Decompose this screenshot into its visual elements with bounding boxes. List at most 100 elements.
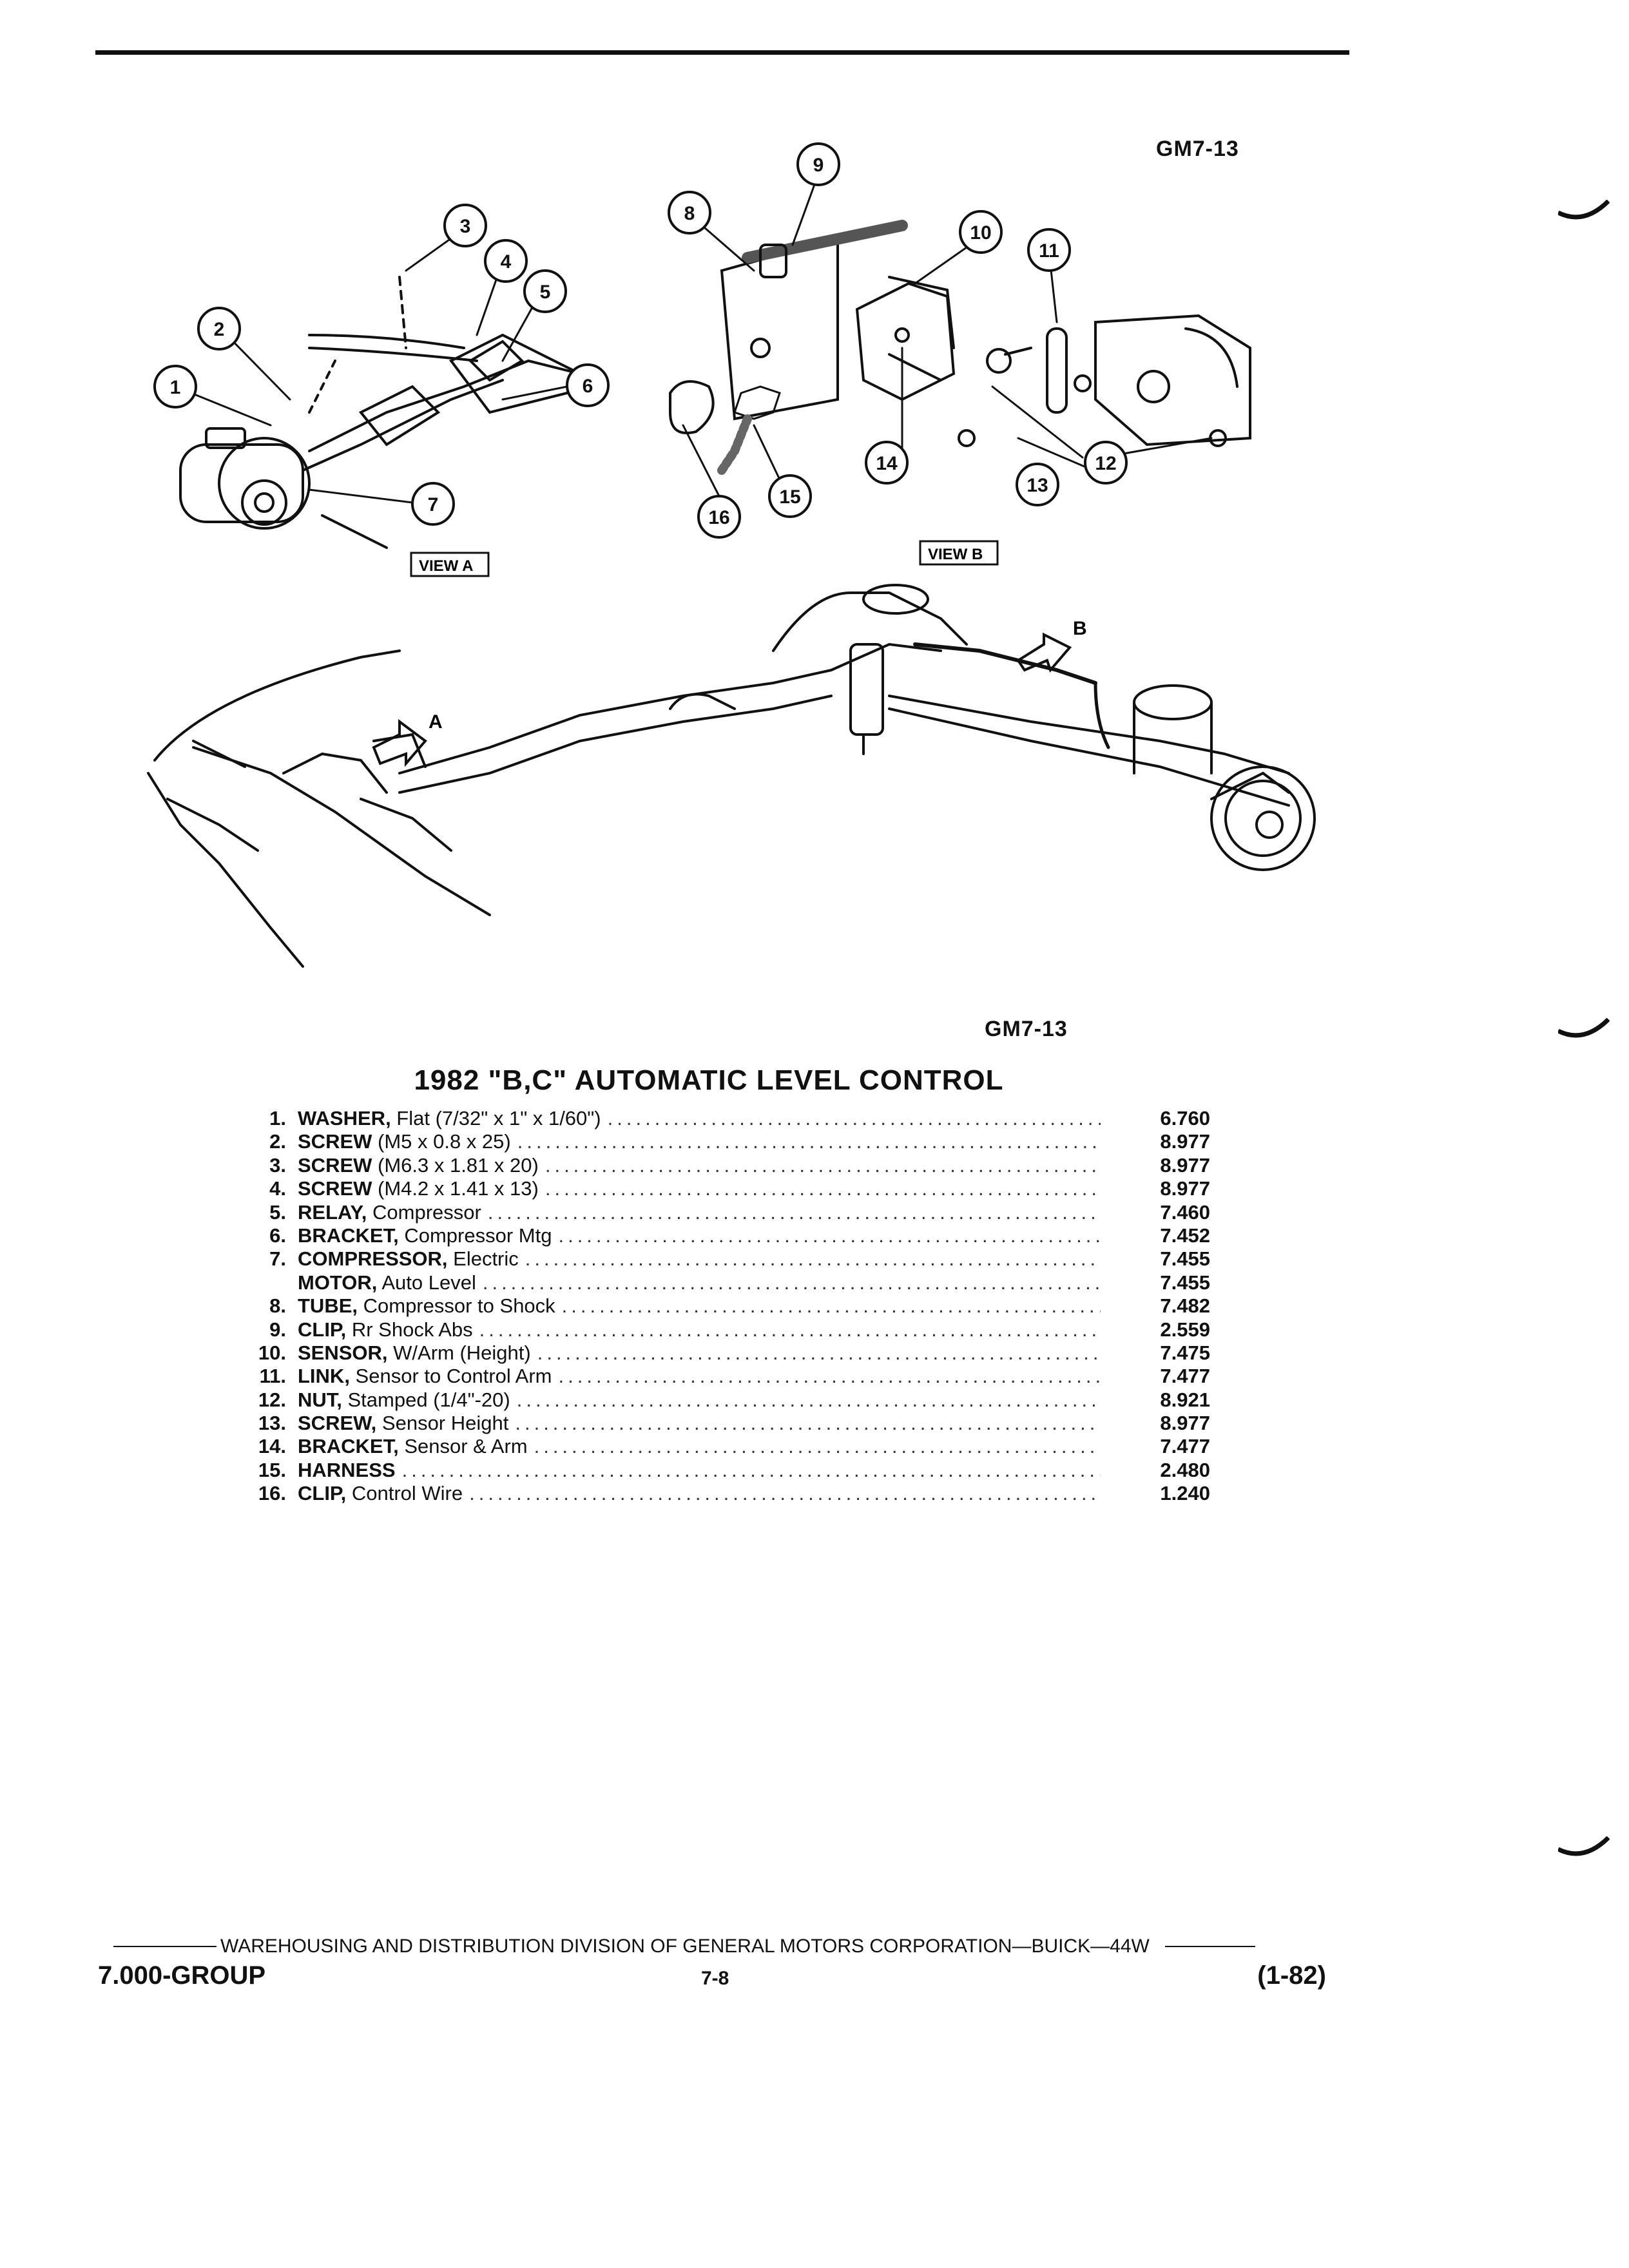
margin-tick-mark (1558, 200, 1610, 220)
part-row: 16.CLIP, Control Wire1.240 (205, 1482, 1210, 1505)
callout-6: 6 (583, 376, 593, 397)
part-code: 7.477 (1160, 1365, 1210, 1388)
part-number: 4. (269, 1177, 286, 1200)
part-code: 2.480 (1160, 1458, 1210, 1481)
part-description: Stamped (1/4"-20) (342, 1388, 510, 1411)
part-code: 6.760 (1160, 1107, 1210, 1129)
part-number: 8. (269, 1294, 286, 1318)
dot-leader (479, 1318, 1101, 1341)
part-row: 14.BRACKET, Sensor & Arm7.477 (205, 1435, 1210, 1458)
part-row: 7.COMPRESSOR, Electric7.455 (205, 1247, 1210, 1271)
part-code: 8.977 (1160, 1130, 1210, 1153)
dot-leader (517, 1130, 1101, 1153)
dot-leader (545, 1154, 1101, 1177)
dot-leader (562, 1294, 1101, 1318)
part-number: 15. (258, 1458, 286, 1481)
callout-7: 7 (428, 494, 439, 515)
part-name: SCREW (298, 1130, 372, 1153)
arrow-a-label: A (429, 711, 443, 733)
dot-leader (515, 1412, 1101, 1435)
view-b-assembly (669, 220, 1251, 475)
part-description: (M5 x 0.8 x 25) (372, 1130, 511, 1153)
parts-list: 1. WASHER, Flat (7/32" x 1" x 1/60") 6.760… (205, 1107, 1210, 1506)
part-description: Flat (7/32" x 1" x 1/60") (390, 1107, 601, 1129)
view-a-label: VIEW A (419, 557, 473, 575)
part-code: 7.482 (1160, 1294, 1210, 1318)
part-code: 8.977 (1160, 1412, 1210, 1435)
part-number: 1. (269, 1107, 286, 1129)
part-name: MOTOR, (298, 1271, 378, 1294)
part-name: SCREW (298, 1177, 372, 1200)
part-number: 6. (269, 1224, 286, 1247)
part-name: BRACKET, (298, 1435, 399, 1458)
callout-15: 15 (779, 486, 800, 508)
part-name: CLIP, (298, 1482, 347, 1505)
part-number: 7. (269, 1247, 286, 1271)
part-row: MOTOR, Auto Level7.455 (205, 1271, 1210, 1294)
callout-3: 3 (460, 216, 471, 237)
callout-8: 8 (684, 203, 695, 224)
margin-tick-mark (1558, 1836, 1610, 1856)
footer-division-text: WAREHOUSING AND DISTRIBUTION DIVISION OF… (220, 1936, 1150, 1957)
part-code: 7.452 (1160, 1224, 1210, 1247)
part-description: Compressor Mtg (398, 1224, 552, 1247)
part-code: 8.977 (1160, 1177, 1210, 1200)
part-code: 7.460 (1160, 1200, 1210, 1224)
dot-leader (545, 1177, 1101, 1200)
footer-group: 7.000-GROUP (98, 1961, 266, 1990)
part-name: COMPRESSOR, (298, 1247, 448, 1271)
part-code: 8.921 (1160, 1388, 1210, 1411)
arrow-b-label: B (1073, 618, 1087, 639)
part-name: TUBE, (298, 1294, 358, 1318)
part-description: Control Wire (346, 1482, 463, 1505)
callout-12: 12 (1095, 453, 1116, 474)
parts-diagram: VIEW A VIEW B A B 1 2 3 4 5 6 7 8 9 10 1… (147, 142, 1316, 968)
part-code: 7.477 (1160, 1435, 1210, 1458)
part-number: 9. (269, 1318, 286, 1341)
part-number: 5. (269, 1200, 286, 1224)
part-name: BRACKET, (298, 1224, 399, 1247)
part-row: 5.RELAY, Compressor7.460 (205, 1201, 1210, 1224)
part-row: 10.SENSOR, W/Arm (Height)7.475 (205, 1341, 1210, 1365)
part-number: 12. (258, 1388, 286, 1411)
margin-tick-mark (1558, 1018, 1610, 1038)
dot-leader (537, 1341, 1101, 1365)
callout-13: 13 (1027, 475, 1048, 496)
part-number: 16. (258, 1482, 286, 1505)
part-row: 1. WASHER, Flat (7/32" x 1" x 1/60") 6.760 (205, 1107, 1210, 1130)
part-number: 2. (269, 1130, 286, 1153)
part-description: Sensor to Control Arm (349, 1365, 552, 1388)
dot-leader (402, 1459, 1101, 1482)
footer-rule (1164, 1946, 1255, 1947)
part-row: 3.SCREW (M6.3 x 1.81 x 20)8.977 (205, 1154, 1210, 1177)
part-name: NUT, (298, 1388, 342, 1411)
part-name: RELAY, (298, 1200, 367, 1224)
part-row: 4. SCREW (M4.2 x 1.41 x 13) 8.977 (205, 1177, 1210, 1200)
footer-division-line: WAREHOUSING AND DISTRIBUTION DIVISION OF… (113, 1936, 1325, 1957)
chassis-view (147, 584, 1316, 968)
part-description: (M4.2 x 1.41 x 13) (372, 1177, 539, 1200)
dot-leader (534, 1435, 1101, 1458)
part-number: 11. (259, 1365, 286, 1388)
footer-date: (1-82) (1257, 1961, 1326, 1990)
part-row: 6. BRACKET, Compressor Mtg 7.452 (205, 1224, 1210, 1247)
part-row: 12. NUT, Stamped (1/4"-20) 8.921 (205, 1389, 1210, 1412)
part-description: Electric (447, 1247, 519, 1271)
callout-2: 2 (214, 319, 225, 340)
callout-11: 11 (1039, 240, 1059, 262)
part-description: Compressor to Shock (358, 1294, 555, 1318)
dot-leader (469, 1482, 1101, 1505)
part-name: LINK, (298, 1365, 350, 1388)
part-description: Sensor & Arm (398, 1435, 528, 1458)
part-name: HARNESS (298, 1458, 396, 1481)
part-number: 10. (258, 1341, 286, 1364)
top-rule (95, 50, 1349, 55)
part-name: SENSOR, (298, 1341, 388, 1364)
part-name: WASHER, (298, 1107, 391, 1129)
part-row: 13.SCREW, Sensor Height8.977 (205, 1412, 1210, 1435)
part-code: 2.559 (1160, 1318, 1210, 1341)
part-row: 8. TUBE, Compressor to Shock 7.482 (205, 1294, 1210, 1318)
part-code: 8.977 (1160, 1153, 1210, 1177)
dot-leader (608, 1107, 1101, 1130)
callout-16: 16 (708, 507, 729, 528)
